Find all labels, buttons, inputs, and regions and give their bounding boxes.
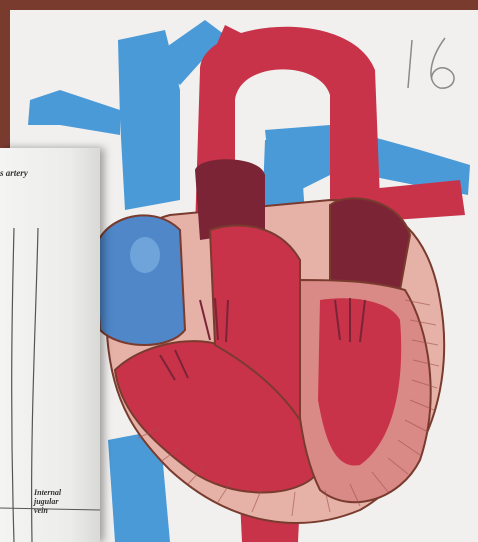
page-label: Internal jugular vein xyxy=(34,488,61,515)
label-line-1: Internal xyxy=(34,488,61,497)
right-atrium xyxy=(95,215,185,345)
label-line-3: vein xyxy=(34,506,61,515)
brachiocephalic-vein xyxy=(28,90,120,135)
overlapping-page: s artery Internal jugular vein xyxy=(0,148,100,542)
label-line-2: jugular xyxy=(34,497,61,506)
page-diagram-lines xyxy=(0,148,100,542)
right-atrium-highlight xyxy=(130,237,160,273)
handwritten-mark xyxy=(400,28,478,108)
